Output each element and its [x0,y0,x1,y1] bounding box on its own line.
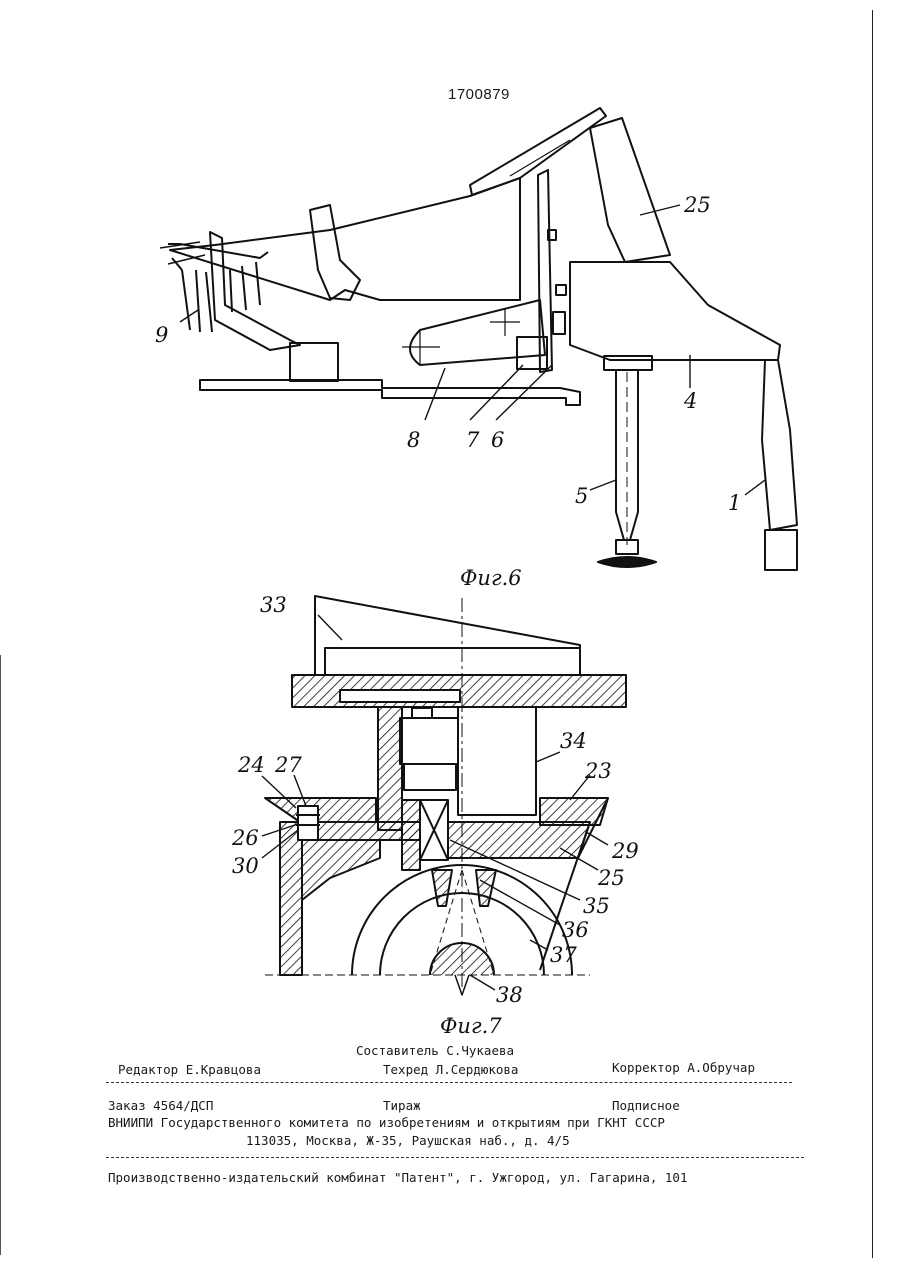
order-number: Заказ 4564/ДСП [108,1098,213,1113]
fig7-part-ring-right [540,798,608,825]
fig7-label: 26 [231,826,259,850]
publisher-line: Производственно-издательский комбинат "П… [108,1170,687,1185]
figure-7-caption: Фиг.7 [440,1014,502,1038]
fig7-part-ring-left [265,798,376,822]
fig7-label: 30 [232,854,259,878]
separator-dashed [106,1082,792,1083]
fig7-part-top-base [325,648,580,675]
fig7-label: 38 [496,983,523,1007]
fig7-label: 36 [562,918,589,942]
editor-credit: Редактор Е.Кравцова [118,1062,261,1077]
subscription-label: Подписное [612,1098,680,1113]
fig7-label: 35 [583,894,610,918]
fig7-part-clamp [400,718,458,764]
fig7-label: 27 [274,753,302,777]
separator-dashed [106,1157,804,1158]
circulation-label: Тираж [383,1098,421,1113]
fig7-label: 25 [597,866,625,890]
fig7-part-gear-hub [430,943,494,975]
fig7-part-housing-wall [280,822,302,975]
fig7-label: 23 [584,759,612,783]
fig7-label: 37 [550,943,577,967]
fig7-label: 34 [560,729,587,753]
techred-credit: Техред Л.Сердюкова [383,1062,518,1077]
fig7-part-hub [378,707,402,830]
corrector-credit: Корректор А.Обручар [612,1060,755,1075]
composer-credit: Составитель С.Чукаева [356,1043,514,1058]
vniipi-line: ВНИИПИ Государственного комитета по изоб… [108,1115,665,1130]
fig7-label: 24 [237,753,265,777]
figure-7-drawing: 33 34 23 24 27 26 30 29 25 35 36 37 38 Ф… [0,0,900,1040]
fig7-part-column [458,707,536,815]
address-line: 113035, Москва, Ж-35, Раушская наб., д. … [246,1133,570,1148]
fig7-part-top-block [315,596,580,675]
fig7-label: 29 [611,839,639,863]
fig7-label: 33 [260,593,287,617]
